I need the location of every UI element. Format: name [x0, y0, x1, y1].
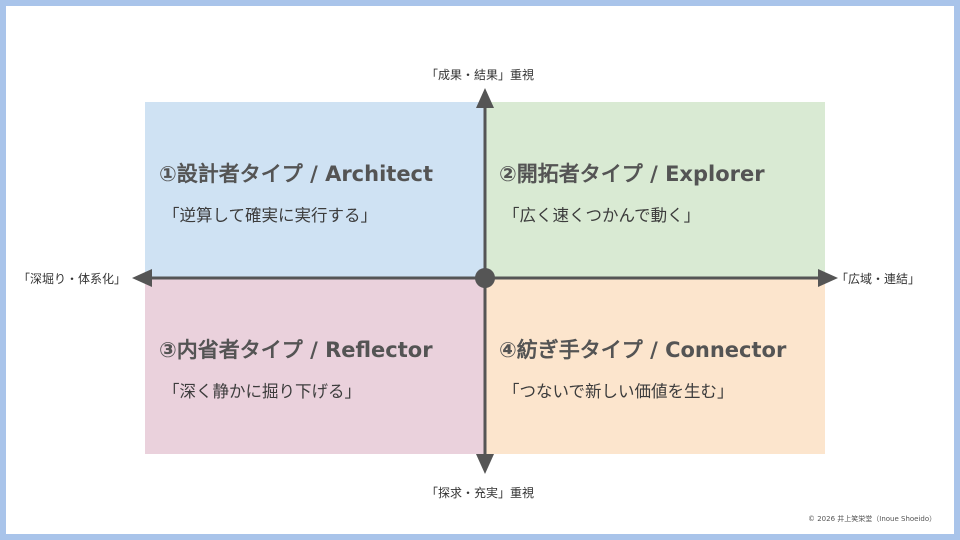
arrow-up-icon [476, 88, 494, 108]
axis-label-left: 「深堀り・体系化」 [18, 272, 127, 286]
slide: ①設計者タイプ / Architect 「逆算して確実に実行する」 ②開拓者タイ… [6, 6, 954, 534]
arrow-right-icon [818, 269, 838, 287]
arrow-down-icon [476, 454, 494, 474]
axis-label-bottom: 「探求・充実」重視 [426, 486, 535, 500]
quadrant-subtitle: 「逆算して確実に実行する」 [163, 206, 378, 225]
arrow-left-icon [132, 269, 152, 287]
quadrant-subtitle: 「深く静かに掘り下げる」 [163, 382, 361, 401]
quadrant-subtitle: 「広く速くつかんで動く」 [503, 206, 701, 225]
quadrant-explorer: ②開拓者タイプ / Explorer 「広く速くつかんで動く」 [485, 102, 825, 278]
quadrant-subtitle: 「つないで新しい価値を生む」 [503, 382, 734, 401]
quadrant-connector: ④紡ぎ手タイプ / Connector 「つないで新しい価値を生む」 [485, 278, 825, 454]
axis-label-right: 「広域・連結」 [836, 272, 921, 286]
quadrant-title: ③内省者タイプ / Reflector [159, 338, 433, 362]
copyright: © 2026 井上笑栄堂（Inoue Shoeido） [808, 515, 937, 523]
axis-label-top: 「成果・結果」重視 [426, 68, 535, 82]
origin-dot [475, 268, 495, 288]
quadrant-architect: ①設計者タイプ / Architect 「逆算して確実に実行する」 [145, 102, 485, 278]
quadrant-title: ①設計者タイプ / Architect [159, 162, 434, 186]
quadrant-title: ④紡ぎ手タイプ / Connector [499, 338, 787, 362]
axes [132, 88, 838, 474]
quadrant-reflector: ③内省者タイプ / Reflector 「深く静かに掘り下げる」 [145, 278, 485, 454]
quadrant-title: ②開拓者タイプ / Explorer [499, 162, 765, 186]
